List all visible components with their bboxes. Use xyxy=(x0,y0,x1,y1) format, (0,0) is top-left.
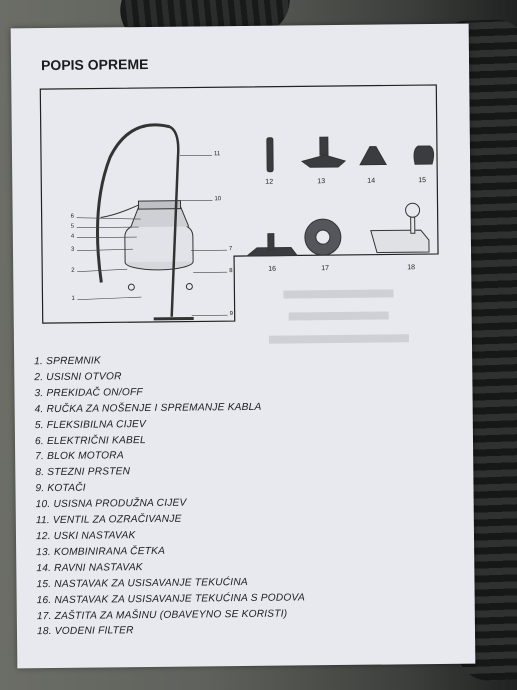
label-13: 13 xyxy=(317,178,326,186)
label-14: 14 xyxy=(367,177,376,185)
vacuum-cleaner-drawing xyxy=(95,123,194,321)
label-17: 17 xyxy=(321,265,330,273)
show-through-lines xyxy=(268,289,409,344)
label-8: 8 xyxy=(229,268,233,275)
label-2: 2 xyxy=(71,267,75,274)
accessories-drawing xyxy=(245,136,435,257)
equipment-diagram: 6 5 4 3 2 1 11 10 7 8 9 12 13 14 15 16 1… xyxy=(39,84,439,324)
label-6: 6 xyxy=(70,213,75,220)
show-through-text xyxy=(258,274,419,349)
label-10: 10 xyxy=(214,196,222,203)
label-9: 9 xyxy=(229,311,234,318)
label-7: 7 xyxy=(228,246,233,253)
label-16: 16 xyxy=(268,265,277,273)
label-12: 12 xyxy=(265,178,274,186)
diagram-svg xyxy=(39,84,439,324)
label-15: 15 xyxy=(418,177,427,185)
manual-page: POPIS OPREME xyxy=(10,23,476,669)
label-5: 5 xyxy=(70,223,75,230)
label-3: 3 xyxy=(70,246,75,253)
list-item: 17. ZAŠTITA ZA MAŠINU (OBAVEYNO SE KORIS… xyxy=(36,608,288,622)
parts-list: 1. SPREMNIK 2. USISNI OTVOR 3. PREKIDAČ … xyxy=(34,351,305,640)
label-1: 1 xyxy=(71,295,75,302)
label-18: 18 xyxy=(407,264,416,272)
page-title: POPIS OPREME xyxy=(40,55,149,74)
label-11: 11 xyxy=(213,151,221,158)
list-item: 18. VODENI FILTER xyxy=(36,625,134,638)
label-4: 4 xyxy=(70,233,75,240)
